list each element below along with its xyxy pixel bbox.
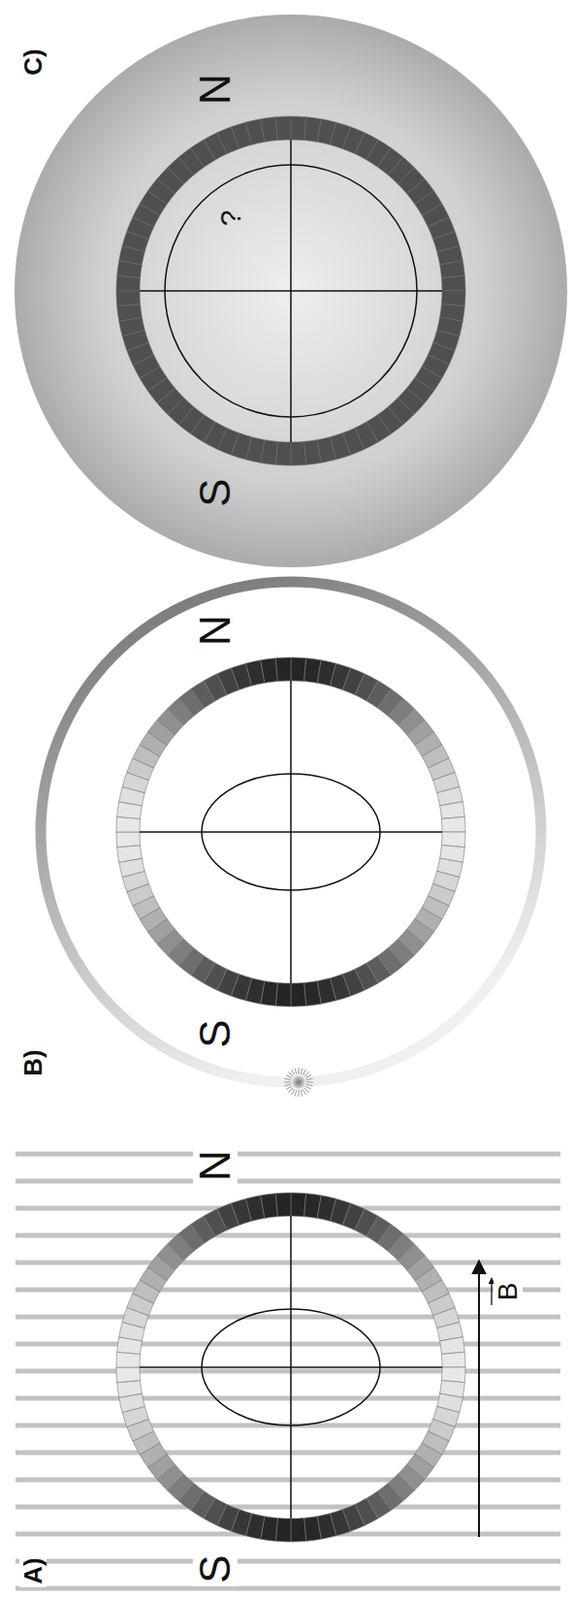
panel-b	[40, 581, 542, 1097]
ring-segment	[441, 1367, 466, 1383]
sun-ray	[298, 1089, 300, 1097]
axis-line	[139, 1366, 443, 1369]
sun-ray	[302, 1088, 307, 1095]
field-line	[15, 1179, 561, 1184]
ring-segment	[116, 290, 141, 307]
field-line	[15, 1233, 561, 1239]
ring-segment	[304, 1516, 322, 1542]
pole-label: N	[192, 1147, 238, 1184]
sun-ray	[300, 1089, 303, 1097]
sun-ray	[305, 1085, 312, 1090]
sun-ray	[294, 1089, 297, 1097]
gray-sphere	[14, 14, 568, 568]
panel-letter: A)	[19, 1554, 47, 1587]
pole-label: S	[193, 478, 237, 507]
ring-segment	[260, 1193, 279, 1219]
field-arrow	[478, 1260, 480, 1537]
ring-segment	[290, 1192, 307, 1217]
ring-segment	[275, 1192, 291, 1217]
sun-ray	[300, 1068, 303, 1076]
ring-segment	[290, 657, 307, 682]
panel-c	[14, 14, 568, 568]
outer-ring	[40, 581, 542, 1083]
field-region	[15, 1140, 561, 1600]
compass-ring	[116, 116, 466, 466]
sun-ray	[287, 1087, 293, 1093]
sun-ray	[306, 1078, 314, 1081]
sun-ray	[304, 1087, 310, 1093]
panel-letter: B)	[20, 1049, 46, 1076]
ring-segment	[441, 1351, 466, 1368]
compass-ring	[116, 657, 466, 1007]
ring-segment	[116, 831, 141, 848]
ring-segment	[441, 275, 466, 291]
ring-segment	[260, 658, 279, 684]
sun-ray	[285, 1078, 292, 1081]
ring-segment	[116, 1367, 141, 1383]
sun-ray	[285, 1084, 292, 1086]
ring-segment	[117, 845, 143, 863]
sun-ray	[306, 1082, 314, 1084]
ring-segment	[275, 657, 291, 682]
axis-line	[139, 289, 443, 292]
ring-segment	[440, 260, 466, 279]
field-symbol: B	[493, 1279, 523, 1305]
pole-label: S	[193, 1019, 237, 1048]
ring-segment	[304, 440, 322, 466]
sun-ray	[291, 1088, 296, 1095]
ring-segment	[290, 116, 307, 141]
pole-label: S	[192, 1551, 238, 1586]
ring-segment	[304, 981, 322, 1007]
sun-core	[291, 1075, 306, 1089]
ring-segment	[116, 816, 141, 832]
pole-label: N	[193, 73, 237, 105]
axis-line	[139, 830, 443, 833]
field-lines	[15, 1153, 561, 1589]
field-line	[15, 1151, 561, 1157]
ring-segment	[440, 1337, 466, 1355]
sun-ray	[298, 1067, 300, 1075]
sun-ray	[286, 1085, 292, 1090]
ring-segment	[116, 275, 141, 291]
ring-segment	[275, 441, 291, 466]
sun-ray	[294, 1068, 297, 1076]
ring-segment	[117, 1380, 143, 1399]
question-mark: ?	[216, 210, 246, 227]
ring-segment	[441, 816, 466, 832]
ring-segment	[260, 117, 279, 143]
sun-ray	[286, 1075, 292, 1080]
ring-segment	[290, 982, 307, 1007]
sun-symbol	[284, 1067, 314, 1097]
ring-segment	[275, 1517, 291, 1542]
ring-segment	[290, 441, 307, 466]
ring-segment	[116, 1351, 141, 1368]
vector-accent	[490, 1277, 492, 1306]
compass-ring	[116, 1192, 466, 1542]
panel-a	[15, 1140, 561, 1600]
sun-ray	[284, 1082, 291, 1084]
ring-segment	[275, 982, 291, 1007]
ring-segment	[290, 1517, 307, 1542]
field-line	[15, 1586, 561, 1592]
panel-letter: C)	[20, 48, 46, 75]
field-line	[15, 1559, 561, 1564]
sun-ray	[287, 1071, 293, 1077]
sun-ray	[291, 1069, 296, 1076]
ring-segment	[441, 831, 466, 848]
ring-segment	[440, 801, 466, 820]
sun-ray	[305, 1075, 312, 1080]
ring-segment	[117, 304, 143, 322]
sun-ray	[302, 1069, 307, 1076]
pole-label: N	[193, 614, 237, 646]
ring-segment	[441, 290, 466, 307]
sun-ray	[304, 1071, 310, 1077]
sun-ray	[306, 1084, 314, 1086]
ring-segment	[275, 116, 291, 141]
